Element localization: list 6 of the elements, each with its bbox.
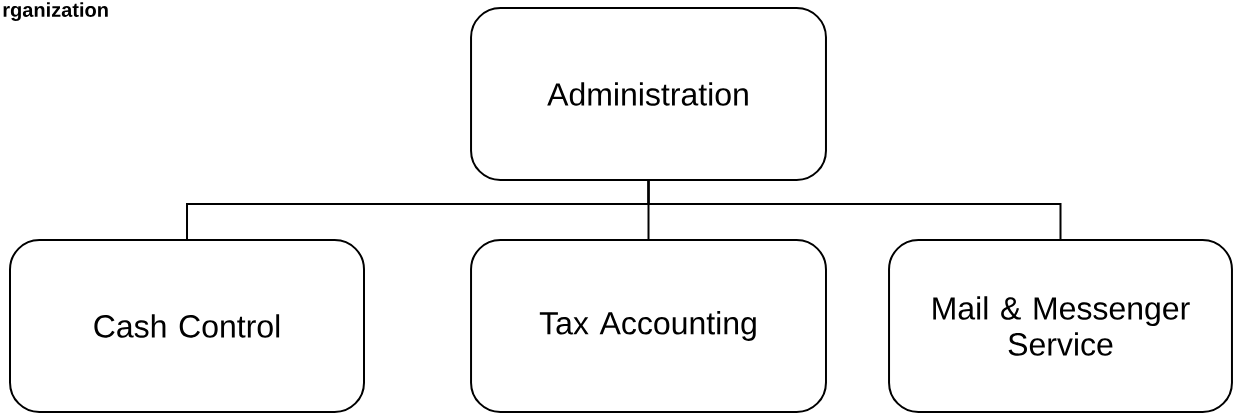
org-box: Tax Accounting	[470, 239, 827, 413]
org-box: Mail & Messenger Service	[888, 239, 1233, 413]
title: rganization	[3, 2, 108, 21]
org-box: Cash Control	[9, 239, 365, 413]
org-box: Administration	[470, 7, 827, 181]
connector-line	[647, 180, 1062, 240]
